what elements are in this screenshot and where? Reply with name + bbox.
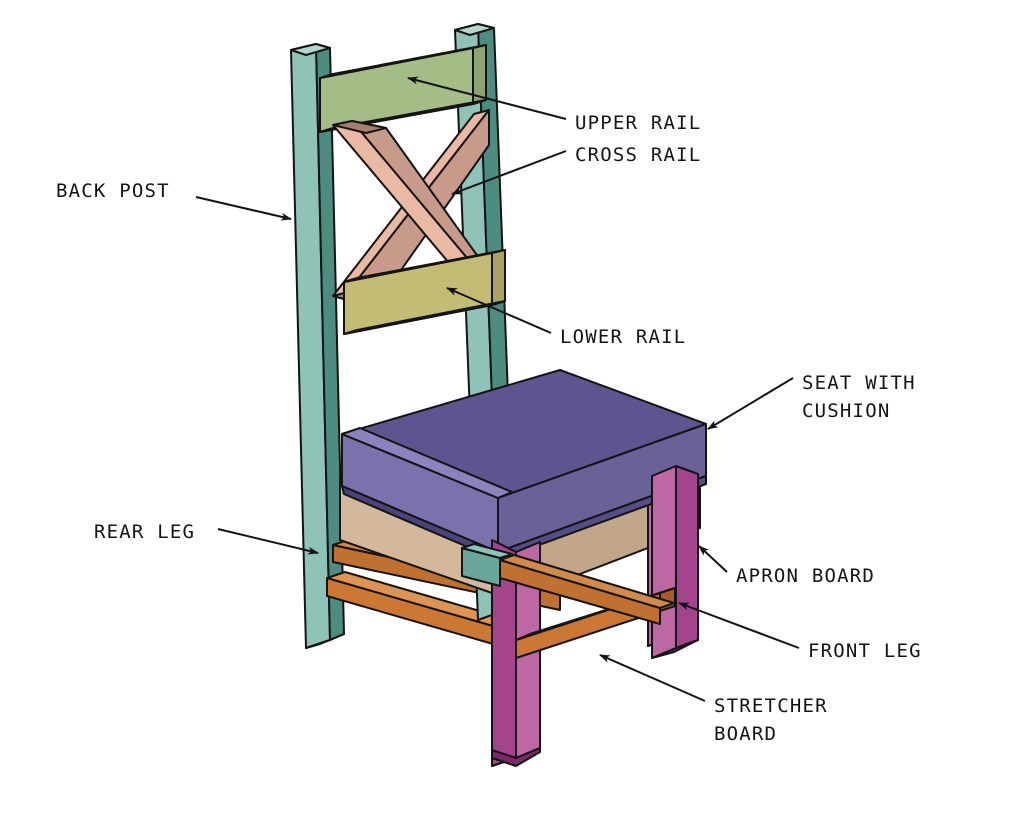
label-seat-line-1: SEAT WITH — [802, 372, 916, 394]
part-seat-with-cushion — [341, 369, 707, 561]
part-rear-leg-left — [290, 43, 345, 649]
leader-apron-board — [698, 545, 728, 573]
part-rear-leg-bracket — [461, 543, 513, 587]
label-seat-with-cushion: SEAT WITH CUSHION — [802, 369, 916, 425]
leader-lower-rail — [446, 287, 552, 334]
part-front-leg-right — [651, 465, 699, 659]
label-rear-leg: REAR LEG — [94, 521, 196, 543]
leader-rear-leg — [217, 528, 319, 555]
label-back-post: BACK POST — [56, 180, 170, 202]
label-stretcher-line-2: BOARD — [714, 723, 778, 745]
label-stretcher-board: STRETCHER BOARD — [714, 692, 828, 748]
part-stretcher-right-side — [499, 554, 675, 625]
leader-cross-rail — [451, 150, 567, 195]
label-cross-rail: CROSS RAIL — [575, 144, 702, 166]
label-front-leg: FRONT LEG — [808, 640, 922, 662]
part-upper-rail — [319, 44, 487, 133]
leader-back-post — [195, 196, 292, 221]
part-lower-rail — [343, 249, 506, 335]
callout-leader-lines — [195, 76, 800, 702]
leader-front-leg — [678, 602, 800, 649]
part-front-leg-center — [491, 539, 541, 767]
label-seat-line-2: CUSHION — [802, 400, 891, 422]
label-stretcher-line-1: STRETCHER — [714, 695, 828, 717]
label-upper-rail: UPPER RAIL — [575, 112, 702, 134]
label-lower-rail: LOWER RAIL — [560, 326, 687, 348]
leader-stretcher-board — [599, 654, 706, 702]
leader-upper-rail — [407, 76, 567, 120]
leader-seat-with-cushion — [707, 377, 794, 430]
label-apron-board: APRON BOARD — [736, 565, 876, 587]
chair-assembly — [290, 23, 707, 767]
